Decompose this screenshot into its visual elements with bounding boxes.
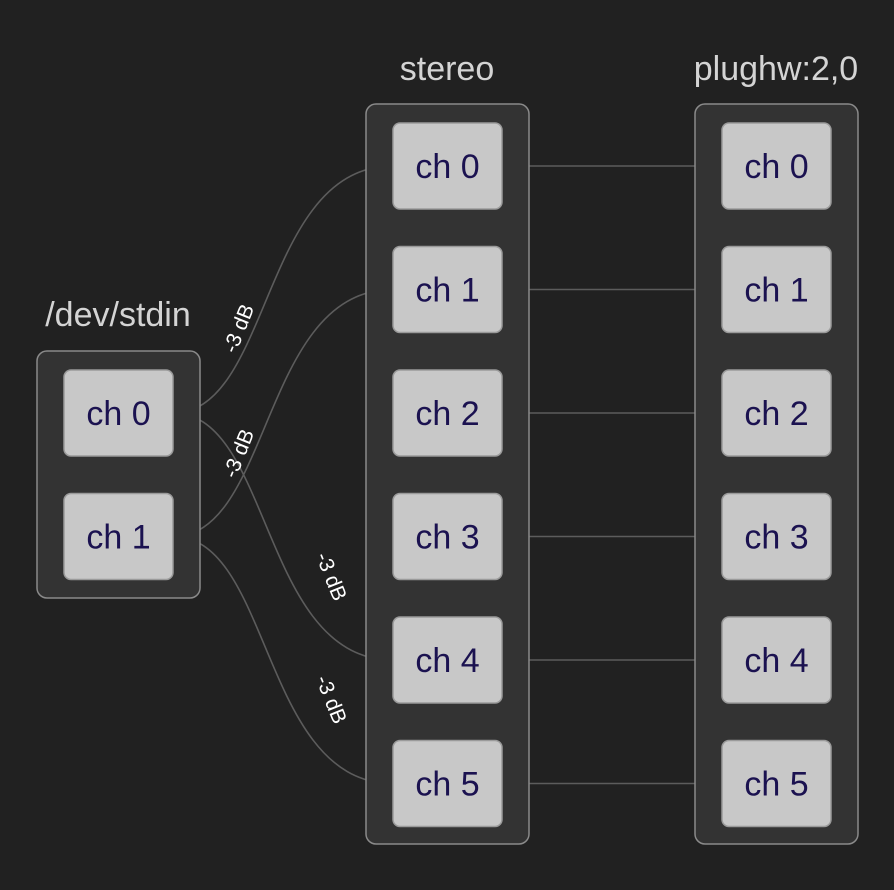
channel-label: ch 0 bbox=[415, 148, 479, 186]
channel-box bbox=[721, 369, 832, 457]
channel-node-stereo-2[interactable]: ch 2 bbox=[392, 369, 503, 457]
group-box-stereo bbox=[365, 103, 530, 845]
channel-box bbox=[392, 492, 503, 581]
group-box-plughw bbox=[694, 103, 859, 845]
channel-node-plughw-0[interactable]: ch 0 bbox=[721, 122, 832, 210]
channel-box bbox=[721, 245, 832, 334]
channel-label: ch 5 bbox=[744, 766, 808, 804]
channel-box bbox=[63, 492, 174, 581]
channel-node-plughw-4[interactable]: ch 4 bbox=[721, 616, 832, 704]
channel-node-stereo-5[interactable]: ch 5 bbox=[392, 739, 503, 828]
channel-node-plughw-2[interactable]: ch 2 bbox=[721, 369, 832, 457]
channel-label: ch 0 bbox=[86, 395, 150, 433]
channel-label: ch 4 bbox=[744, 642, 808, 680]
channel-label: ch 3 bbox=[415, 519, 479, 557]
channel-box bbox=[721, 739, 832, 828]
group-stereo: stereo ch 0 ch 1 ch 2 ch 3 ch 4 ch 5 bbox=[365, 50, 530, 845]
channel-label: ch 1 bbox=[744, 272, 808, 310]
channel-label: ch 0 bbox=[744, 148, 808, 186]
edge-gain-label: -3 dB bbox=[311, 672, 351, 727]
group-title-stdin: /dev/stdin bbox=[45, 296, 191, 334]
channel-node-stereo-1[interactable]: ch 1 bbox=[392, 245, 503, 334]
channel-label: ch 2 bbox=[415, 395, 479, 433]
group-plughw: plughw:2,0 ch 0 ch 1 ch 2 ch 3 ch 4 ch 5 bbox=[694, 50, 859, 845]
channel-box bbox=[721, 616, 832, 704]
channel-box bbox=[392, 122, 503, 210]
channel-label: ch 5 bbox=[415, 766, 479, 804]
channel-label: ch 4 bbox=[415, 642, 479, 680]
channel-box bbox=[63, 369, 174, 457]
channel-node-plughw-3[interactable]: ch 3 bbox=[721, 492, 832, 581]
group-title-stereo: stereo bbox=[400, 50, 495, 88]
channel-node-stereo-3[interactable]: ch 3 bbox=[392, 492, 503, 581]
channel-node-stereo-4[interactable]: ch 4 bbox=[392, 616, 503, 704]
channel-label: ch 2 bbox=[744, 395, 808, 433]
channel-box bbox=[392, 616, 503, 704]
edge-gain-label: -3 dB bbox=[311, 549, 351, 604]
group-title-plughw: plughw:2,0 bbox=[694, 50, 858, 88]
edge-stdin-0-to-stereo-0 bbox=[172, 162, 394, 414]
channel-box bbox=[721, 492, 832, 581]
channel-node-plughw-1[interactable]: ch 1 bbox=[721, 245, 832, 334]
edge-stdin-1-to-stereo-5 bbox=[172, 535, 394, 788]
channel-node-stdin-1[interactable]: ch 1 bbox=[63, 492, 174, 581]
channel-label: ch 1 bbox=[86, 519, 150, 557]
channel-label: ch 3 bbox=[744, 519, 808, 557]
channel-node-stereo-0[interactable]: ch 0 bbox=[392, 122, 503, 210]
groups-layer: /dev/stdin ch 0 ch 1 stereo ch 0 ch 1 ch 2 ch 3… bbox=[36, 50, 859, 845]
edge-stdin-1-to-stereo-1 bbox=[172, 285, 394, 538]
edge-stdin-0-to-stereo-4 bbox=[172, 412, 394, 664]
channel-label: ch 1 bbox=[415, 272, 479, 310]
group-stdin: /dev/stdin ch 0 ch 1 bbox=[36, 296, 201, 599]
edge-labels-layer: -3 dB-3 dB-3 dB-3 dB bbox=[219, 301, 351, 727]
edges-layer bbox=[172, 162, 722, 788]
channel-node-plughw-5[interactable]: ch 5 bbox=[721, 739, 832, 828]
channel-box bbox=[392, 369, 503, 457]
channel-box bbox=[721, 122, 832, 210]
channel-box bbox=[392, 739, 503, 828]
channel-node-stdin-0[interactable]: ch 0 bbox=[63, 369, 174, 457]
channel-box bbox=[392, 245, 503, 334]
